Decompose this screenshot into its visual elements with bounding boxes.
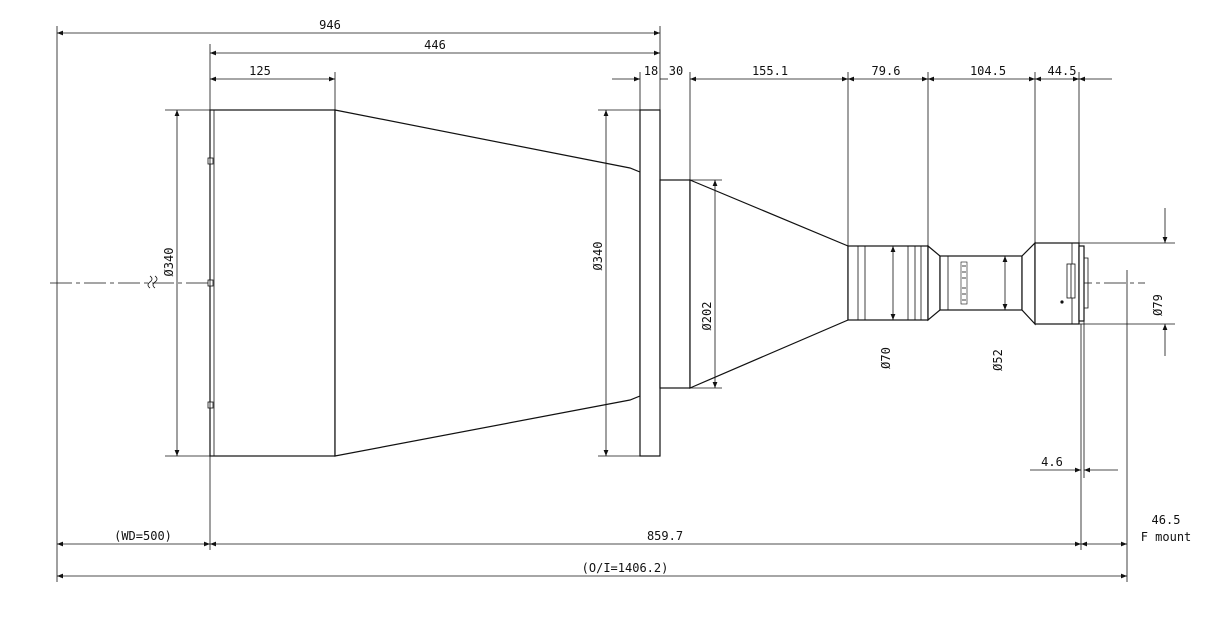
- barrel: [847, 245, 929, 321]
- neck: [927, 244, 941, 322]
- rear-cone: [689, 179, 849, 389]
- transition: [1021, 241, 1036, 326]
- dimension-lines: [57, 30, 1168, 579]
- flange-step: [659, 179, 691, 389]
- dim-rear-section: 44.5: [1048, 64, 1077, 78]
- dim-dia-mid: Ø52: [991, 349, 1005, 371]
- dim-hood-to-flange: 446: [424, 38, 446, 52]
- dim-dia-barrel: Ø70: [879, 347, 893, 369]
- dim-dia-front: Ø340: [162, 248, 176, 277]
- dim-flange-step: 30: [669, 64, 683, 78]
- lens-outline: [207, 109, 1089, 457]
- dim-total-front: 946: [319, 18, 341, 32]
- dim-object-to-image: (O/I=1406.2): [582, 561, 669, 575]
- dim-lens-length: 859.7: [647, 529, 683, 543]
- dim-barrel-length: 79.6: [872, 64, 901, 78]
- dim-back-focus: 46.5: [1152, 513, 1181, 527]
- dim-dia-step: Ø202: [700, 302, 714, 331]
- dim-flange-thickness: 18: [644, 64, 658, 78]
- dim-dia-flange: Ø340: [591, 242, 605, 271]
- mid-section: [939, 255, 1023, 311]
- dim-hood-length: 125: [249, 64, 271, 78]
- dim-mount-offset: 4.6: [1041, 455, 1063, 469]
- dim-mount-label: F mount: [1141, 530, 1192, 544]
- dimension-labels: 946 446 125 18 30 155.1 79.6 104.5 44.5 …: [114, 18, 1191, 575]
- dim-cone-length: 155.1: [752, 64, 788, 78]
- dim-dia-rear: Ø79: [1151, 294, 1165, 316]
- dim-mid-section: 104.5: [970, 64, 1006, 78]
- dim-working-distance: (WD=500): [114, 529, 172, 543]
- front-hood: [209, 109, 336, 457]
- flange: [639, 109, 661, 457]
- front-cone: [334, 109, 641, 457]
- mount-ring: [1078, 245, 1085, 322]
- extension-lines: [56, 26, 1175, 582]
